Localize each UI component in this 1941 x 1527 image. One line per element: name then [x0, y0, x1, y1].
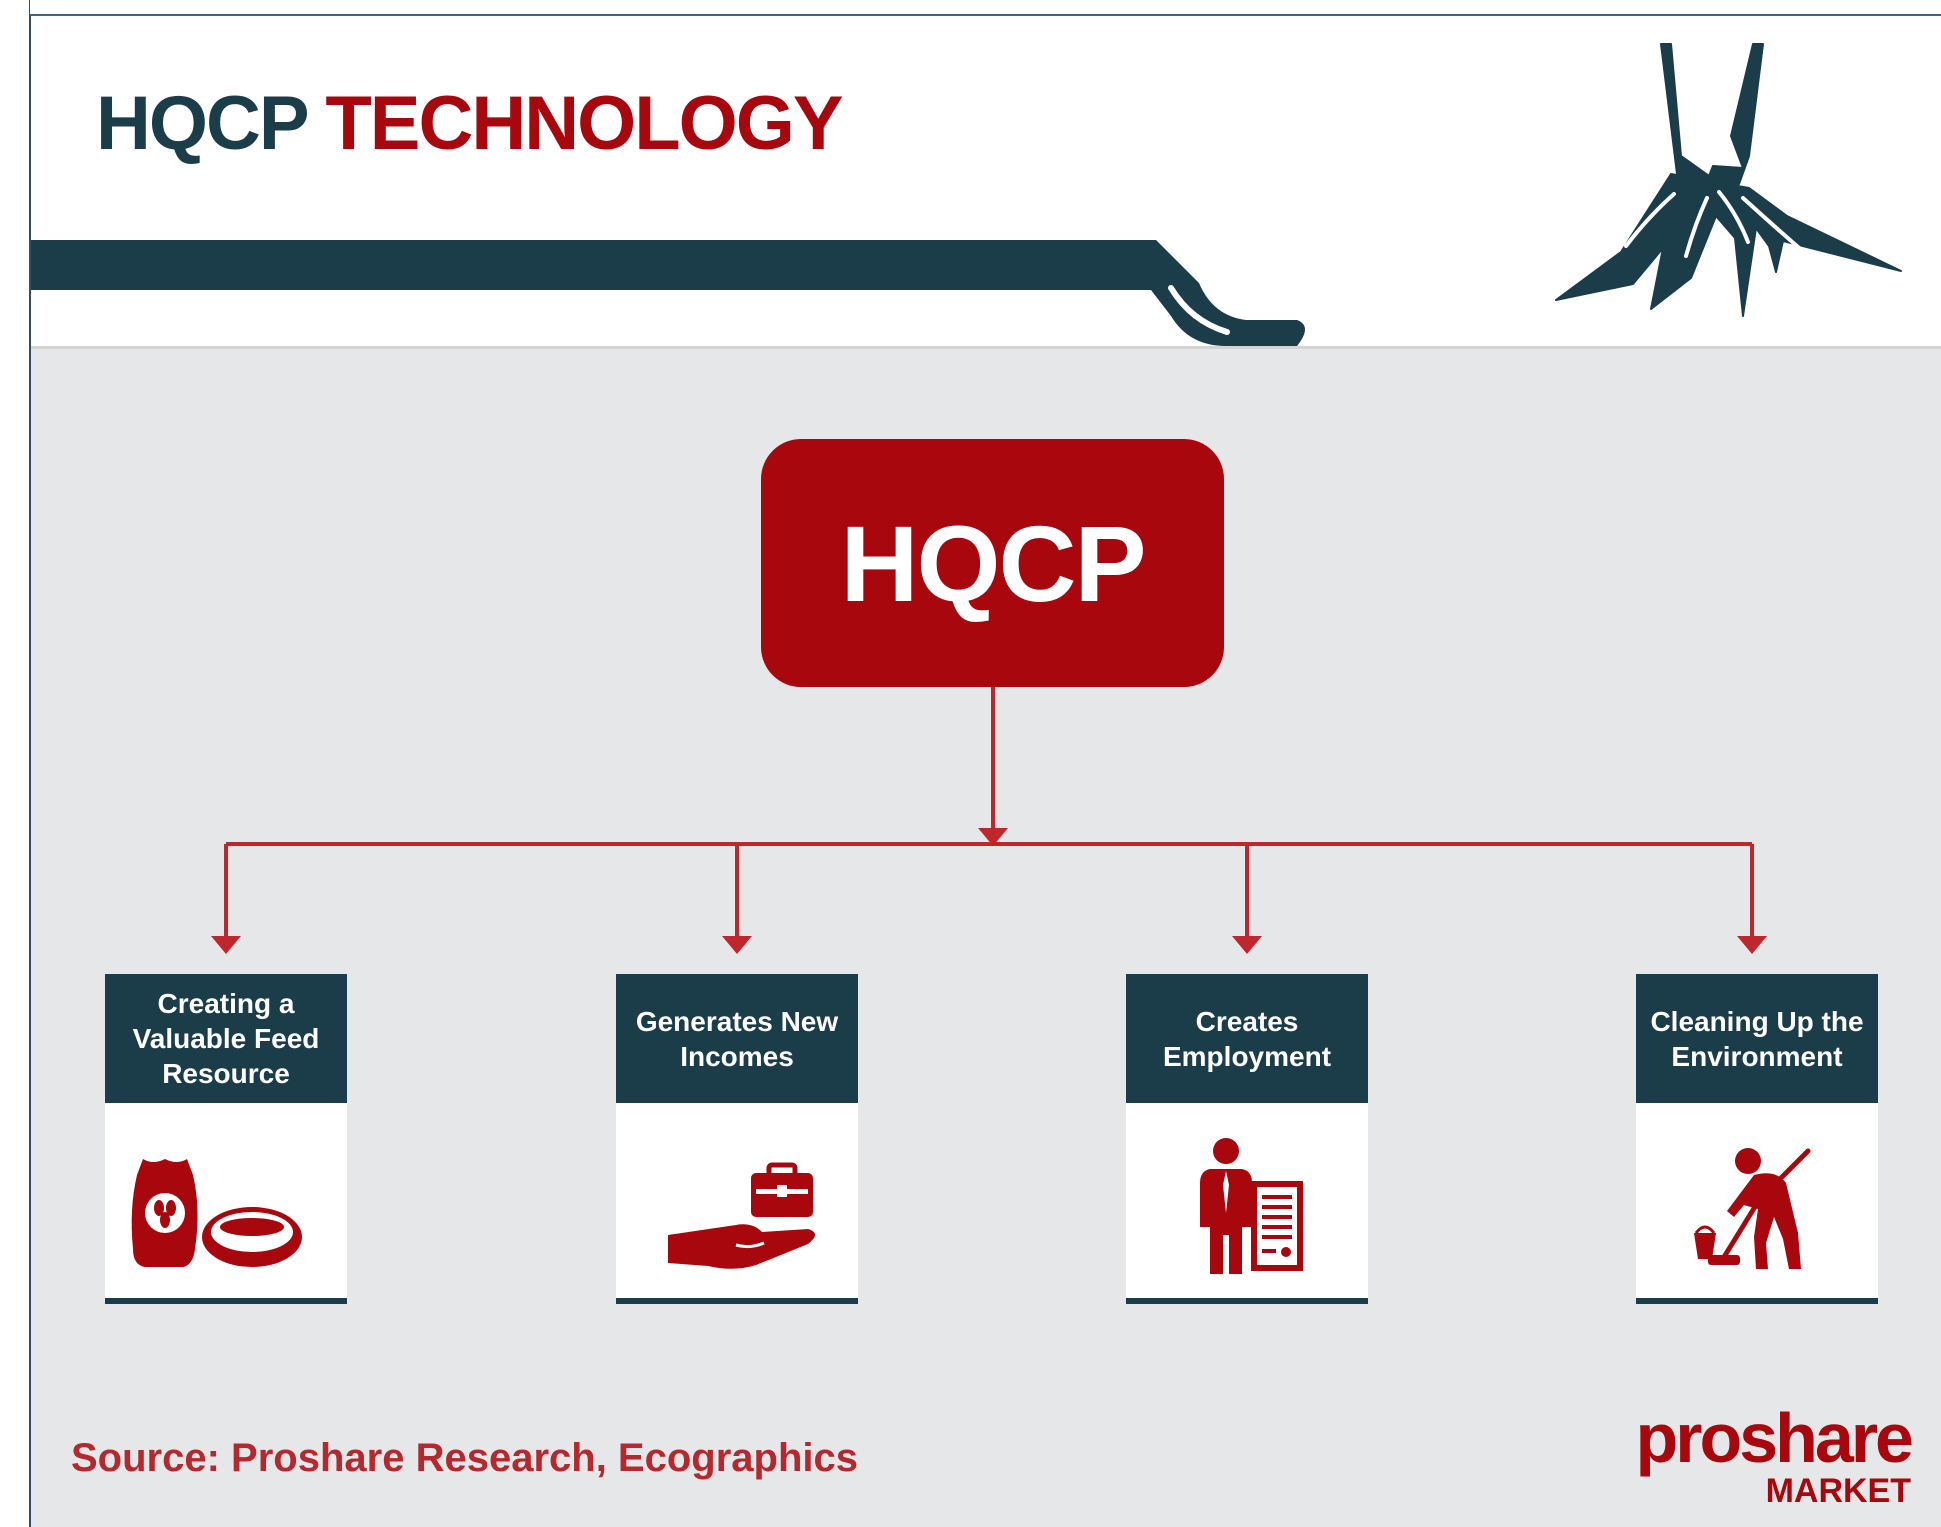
hqcp-root-box: HQCP [761, 439, 1224, 687]
feed-bag-bowl-icon [131, 1159, 302, 1267]
benefit-label: Generates New Incomes [616, 974, 858, 1103]
arrowhead-4 [1737, 936, 1767, 954]
benefit-card-incomes: Generates New Incomes [616, 974, 858, 1304]
title-part-1: HQCP [96, 81, 308, 166]
benefit-label: Creates Employment [1126, 974, 1368, 1103]
cassava-root-icon [1555, 43, 1902, 317]
left-border-line [29, 0, 31, 1527]
logo-sub: MARKET [1765, 1472, 1911, 1510]
infographic-panel: HQCP TECHNOLOGY HQCP [31, 16, 1941, 1527]
benefit-card-environment: Cleaning Up the Environment [1636, 974, 1878, 1304]
header-band: HQCP TECHNOLOGY [31, 16, 1941, 349]
title-part-2: TECHNOLOGY [325, 81, 843, 166]
arrowhead-root [978, 828, 1008, 846]
worker-certificate-icon [1200, 1138, 1303, 1274]
hoe-tool-icon [31, 240, 1305, 346]
left-margin [0, 0, 30, 1527]
benefit-card-feed: Creating a Valuable Feed Resource [105, 974, 347, 1304]
hoe-highlight [1168, 285, 1230, 335]
source-note: Source: Proshare Research, Ecographics [71, 1436, 858, 1480]
connector-paths [224, 687, 1754, 941]
arrowhead-3 [1232, 936, 1262, 954]
person-mopping-icon [1694, 1148, 1811, 1269]
cassava-root-highlights [1624, 190, 1815, 262]
page-title: HQCP TECHNOLOGY [96, 80, 844, 167]
hand-briefcase-icon [668, 1162, 815, 1269]
top-border-line [30, 0, 1941, 16]
header-graphics [31, 43, 1902, 346]
benefit-label: Cleaning Up the Environment [1636, 974, 1878, 1103]
arrowhead-1 [211, 936, 241, 954]
logo-brand: proshare [1635, 1399, 1914, 1477]
proshare-logo: proshare MARKET [1591, 1399, 1914, 1511]
benefit-label: Creating a Valuable Feed Resource [105, 974, 347, 1103]
benefit-card-employment: Creates Employment [1126, 974, 1368, 1304]
arrowhead-2 [722, 936, 752, 954]
arrowheads [211, 828, 1767, 954]
